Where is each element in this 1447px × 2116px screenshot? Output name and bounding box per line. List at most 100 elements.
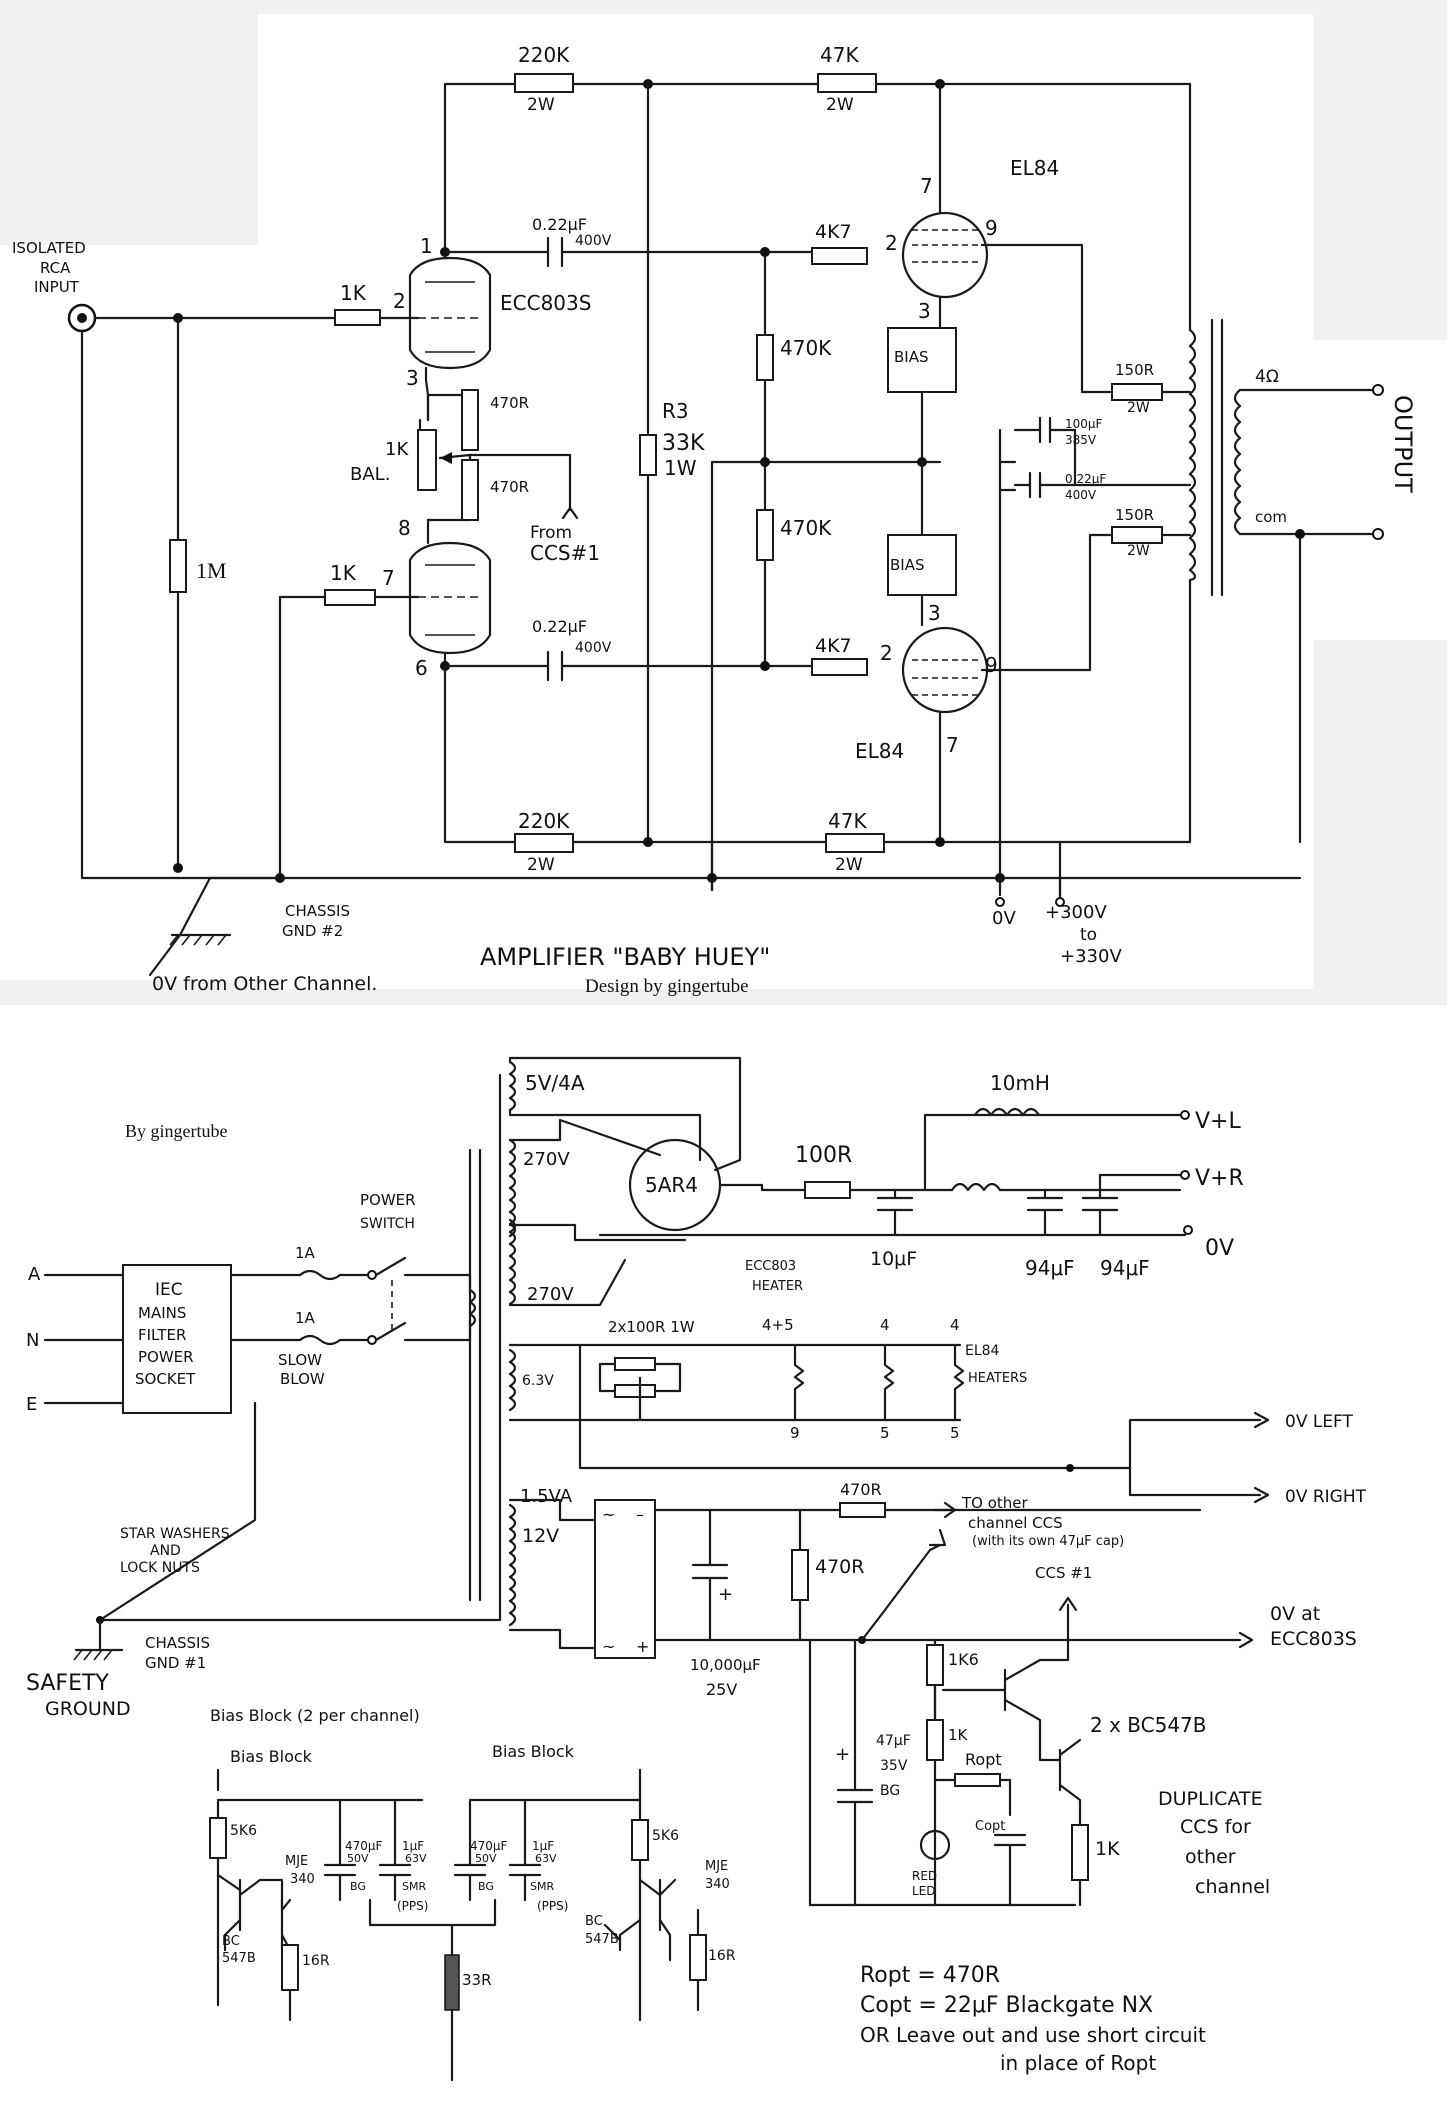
- label-out-4ohm: 4Ω: [1255, 367, 1279, 387]
- label-r3: R3: [662, 399, 689, 423]
- resistor-1k-input-bottom: [324, 589, 376, 606]
- resistor-220k-bottom: [514, 833, 574, 853]
- label-1k-bottom: 1K: [330, 561, 357, 585]
- label-bias-pair: Bias Block (2 per channel): [210, 1706, 420, 1725]
- label-bc-right: BC: [585, 1914, 603, 1929]
- resistor-100r-hum-b: [614, 1384, 656, 1398]
- label-bias-bottom: BIAS: [890, 556, 925, 574]
- choke-icon: [950, 1107, 1041, 1192]
- svg-text:~: ~: [602, 1637, 615, 1656]
- label-star-washers: STAR WASHERS: [120, 1526, 230, 1542]
- label-470k-top: 470K: [780, 336, 832, 360]
- label-el84-heaters: EL84: [965, 1343, 1000, 1359]
- tube-el84-top: [901, 211, 989, 299]
- pin-1: 1: [420, 234, 433, 258]
- pin-3: 3: [406, 366, 419, 390]
- resistor-220k-top: [514, 73, 574, 93]
- label-220k-top: 220K: [518, 43, 570, 67]
- label-cap-bottom-v: 400V: [575, 640, 612, 656]
- label-chassis2-gnd: GND #2: [282, 922, 343, 940]
- label-ecc803s-gnd: ECC803S: [1270, 1628, 1357, 1650]
- label-150r-top: 150R: [1115, 361, 1154, 379]
- label-pps-right: (PPS): [537, 1899, 568, 1913]
- pin-heater-5b: 5: [950, 1424, 960, 1442]
- label-bg: BG: [880, 1783, 900, 1799]
- label-r3-power: 1W: [664, 456, 697, 480]
- label-output: OUTPUT: [1389, 395, 1417, 493]
- bridge-rectifier: [594, 1499, 656, 1659]
- label-bc-left: BC: [222, 1934, 240, 1949]
- label-5ar4: 5AR4: [645, 1173, 698, 1197]
- red-led-icon: [919, 1829, 951, 1861]
- label-hv-max: +330V: [1060, 946, 1122, 967]
- label-power: POWER: [360, 1191, 416, 1209]
- label-chassis1-gnd: GND #1: [145, 1654, 206, 1672]
- resistor-470k-top: [756, 334, 774, 381]
- label-iec-mains: MAINS: [138, 1304, 186, 1322]
- label-led: LED: [912, 1884, 936, 1898]
- label-bal: BAL.: [350, 464, 390, 485]
- svg-text:+: +: [636, 1637, 649, 1656]
- label-ccs1: CCS#1: [530, 541, 600, 565]
- pin-7: 7: [382, 566, 395, 590]
- label-chassis1: CHASSIS: [145, 1634, 210, 1652]
- svg-text:+: +: [835, 1744, 850, 1765]
- resistor-1k6: [926, 1644, 944, 1686]
- resistor-4k7-bottom: [811, 658, 868, 676]
- label-iec-power: POWER: [138, 1348, 194, 1366]
- resistor-470k-bottom: [756, 509, 774, 561]
- resistor-ropt: [954, 1773, 1001, 1787]
- note-ropt: Ropt = 470R: [860, 1963, 1000, 1988]
- label-input-rca: RCA: [40, 259, 71, 277]
- label-50v-left: 50V: [347, 1852, 369, 1865]
- resistor-100r-hum-a: [614, 1357, 656, 1371]
- label-470r-b: 470R: [490, 478, 529, 496]
- resistor-1m: [169, 539, 187, 593]
- note-leave-out: OR Leave out and use short circuit: [860, 2023, 1206, 2047]
- label-v-plus-l: V+L: [1195, 1109, 1241, 1134]
- label-channel: channel: [1195, 1876, 1270, 1898]
- label-47uf: 47μF: [876, 1733, 911, 1749]
- pin-heater-5a: 5: [880, 1424, 890, 1442]
- label-cap-022b-v: 400V: [1065, 488, 1097, 502]
- label-bias-top: BIAS: [894, 348, 929, 366]
- label-547b-left: 547B: [222, 1951, 256, 1966]
- pin-heater-45: 4+5: [762, 1316, 794, 1334]
- label-470r-h: 470R: [840, 1480, 882, 1499]
- label-340-left: 340: [290, 1872, 315, 1887]
- bias-block-left: 5K6 MJE 340 BC 547B 16R 470μF 50V BG 1μF…: [209, 1768, 428, 2022]
- resistor-470r-b: [461, 459, 479, 521]
- label-5k6-right: 5K6: [652, 1828, 679, 1844]
- amplifier-schematic: 220K 2W 47K 2W R3 33K 1W ISOLATED RCA IN…: [0, 0, 1447, 1005]
- label-iec-socket: SOCKET: [135, 1370, 196, 1388]
- label-63v-right: 63V: [535, 1852, 557, 1865]
- label-other-channel: 0V from Other Channel.: [152, 973, 377, 995]
- label-1va5: 1.5VA: [520, 1486, 573, 1507]
- label-cap-100: 100μF: [1065, 417, 1103, 431]
- label-iec-filter: FILTER: [138, 1326, 186, 1344]
- pin-el84b-3: 3: [928, 601, 941, 625]
- resistor-1k-ccs-b: [1071, 1824, 1089, 1881]
- pin-el84b-7: 7: [946, 733, 959, 757]
- label-1k-top: 1K: [340, 281, 367, 305]
- label-ccs1-psu: CCS #1: [1035, 1564, 1092, 1582]
- label-220k-top-w: 2W: [527, 95, 555, 115]
- label-10000uf: 10,000μF: [690, 1656, 761, 1674]
- design-credit: Design by gingertube: [585, 976, 749, 997]
- label-220k-bottom: 220K: [518, 809, 570, 833]
- label-cap-bottom: 0.22μF: [532, 617, 587, 636]
- label-ground: GROUND: [45, 1698, 131, 1720]
- label-fuse1: 1A: [295, 1244, 316, 1262]
- pin-6: 6: [415, 656, 428, 680]
- resistor-r3: [639, 434, 657, 476]
- resistor-4k7-top: [811, 247, 868, 265]
- pin-el84-2: 2: [885, 231, 898, 255]
- label-hv-to: to: [1080, 925, 1097, 945]
- psu-credit: By gingertube: [125, 1121, 227, 1141]
- label-4k7-bottom: 4K7: [815, 635, 852, 657]
- svg-text:–: –: [636, 1505, 644, 1524]
- label-50v-right: 50V: [475, 1852, 497, 1865]
- label-red: RED: [912, 1869, 937, 1883]
- label-bg-right: BG: [478, 1880, 494, 1893]
- label-hv: +300V: [1045, 902, 1107, 923]
